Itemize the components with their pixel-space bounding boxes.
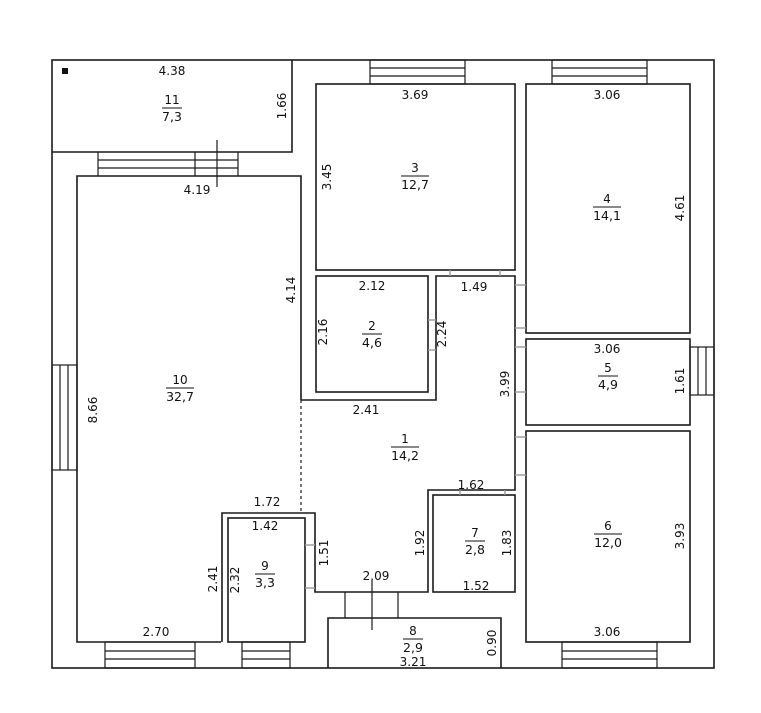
svg-text:7,3: 7,3 xyxy=(162,109,182,124)
room-7-wall xyxy=(432,494,516,593)
svg-text:1.49: 1.49 xyxy=(461,280,488,294)
svg-text:10: 10 xyxy=(172,373,187,387)
svg-text:3.06: 3.06 xyxy=(594,88,621,102)
window-top-room-3 xyxy=(369,59,466,85)
svg-text:4.61: 4.61 xyxy=(673,195,687,222)
window-top-room-4 xyxy=(551,59,648,85)
svg-text:11: 11 xyxy=(164,93,179,107)
room-11-label: 117,3 xyxy=(162,93,182,124)
vertical-dimension-labels: 1.66 3.45 4.61 4.14 2.16 2.24 1.61 3.99 … xyxy=(86,93,687,657)
svg-text:4: 4 xyxy=(603,192,611,206)
window-bottom-room-10 xyxy=(104,641,196,669)
svg-text:1.83: 1.83 xyxy=(500,530,514,557)
svg-text:3.06: 3.06 xyxy=(594,625,621,639)
dimension-labels: 4.38 4.19 3.69 3.06 2.12 1.62 1.49 3.06 … xyxy=(143,64,621,669)
window-bottom-room-9 xyxy=(241,641,291,669)
svg-text:3.69: 3.69 xyxy=(402,88,429,102)
room-1-label: 114,2 xyxy=(391,432,419,463)
svg-text:3,3: 3,3 xyxy=(255,575,275,590)
window-left-room-10 xyxy=(51,364,78,471)
svg-text:4,9: 4,9 xyxy=(598,377,618,392)
svg-text:1.72: 1.72 xyxy=(254,495,281,509)
svg-text:2: 2 xyxy=(368,319,376,333)
svg-text:2.12: 2.12 xyxy=(359,279,386,293)
svg-text:7: 7 xyxy=(471,526,479,540)
svg-text:2.70: 2.70 xyxy=(143,625,170,639)
svg-text:1.61: 1.61 xyxy=(673,368,687,395)
svg-text:4,6: 4,6 xyxy=(362,335,382,350)
svg-text:3.93: 3.93 xyxy=(673,523,687,550)
svg-text:12,7: 12,7 xyxy=(401,177,429,192)
doors-right xyxy=(515,284,526,476)
svg-text:2.41: 2.41 xyxy=(206,566,220,593)
svg-text:2,8: 2,8 xyxy=(465,542,485,557)
svg-text:1.66: 1.66 xyxy=(275,93,289,120)
svg-text:1.62: 1.62 xyxy=(458,478,485,492)
svg-text:3.06: 3.06 xyxy=(594,342,621,356)
room-8-wall xyxy=(327,617,502,668)
svg-text:0.90: 0.90 xyxy=(485,630,499,657)
svg-text:12,0: 12,0 xyxy=(594,535,622,550)
svg-text:2.24: 2.24 xyxy=(435,321,449,348)
svg-text:5: 5 xyxy=(604,361,612,375)
door-room-1-8 xyxy=(344,580,399,630)
window-room-10-11 xyxy=(97,140,239,187)
svg-text:3.21: 3.21 xyxy=(400,655,427,669)
room-2-wall xyxy=(315,275,429,393)
svg-text:4.19: 4.19 xyxy=(184,183,211,197)
svg-text:14,2: 14,2 xyxy=(391,448,419,463)
room-5-label: 54,9 xyxy=(598,361,618,392)
room-3-label: 312,7 xyxy=(401,161,429,192)
svg-text:3.45: 3.45 xyxy=(320,164,334,191)
room-9-label: 93,3 xyxy=(255,559,275,590)
svg-text:8.66: 8.66 xyxy=(86,397,100,424)
svg-text:14,1: 14,1 xyxy=(593,208,621,223)
svg-text:2.09: 2.09 xyxy=(363,569,390,583)
room-2-label: 24,6 xyxy=(362,319,382,350)
svg-text:1.42: 1.42 xyxy=(252,519,279,533)
svg-text:8: 8 xyxy=(409,624,417,638)
svg-text:2.41: 2.41 xyxy=(353,403,380,417)
window-bottom-room-6 xyxy=(561,641,658,669)
svg-text:2.16: 2.16 xyxy=(316,319,330,346)
window-right-room-5 xyxy=(689,346,715,396)
room-6-label: 612,0 xyxy=(594,519,622,550)
room-10-label: 10 32,7 xyxy=(166,373,194,404)
svg-text:3: 3 xyxy=(411,161,419,175)
svg-text:4.14: 4.14 xyxy=(284,277,298,304)
room-8-label: 82,9 xyxy=(403,624,423,655)
svg-text:1.52: 1.52 xyxy=(463,579,490,593)
svg-text:1.92: 1.92 xyxy=(413,530,427,557)
svg-text:1: 1 xyxy=(401,432,409,446)
svg-text:2,9: 2,9 xyxy=(403,640,423,655)
column-marker xyxy=(62,68,68,74)
room-7-label: 72,8 xyxy=(465,526,485,557)
svg-text:32,7: 32,7 xyxy=(166,389,194,404)
svg-text:1.51: 1.51 xyxy=(317,540,331,567)
room-4-label: 414,1 xyxy=(593,192,621,223)
svg-text:9: 9 xyxy=(261,559,269,573)
svg-text:3.99: 3.99 xyxy=(498,371,512,398)
svg-text:4.38: 4.38 xyxy=(159,64,186,78)
svg-text:6: 6 xyxy=(604,519,612,533)
svg-text:2.32: 2.32 xyxy=(228,567,242,594)
room-11-wall xyxy=(52,60,293,153)
